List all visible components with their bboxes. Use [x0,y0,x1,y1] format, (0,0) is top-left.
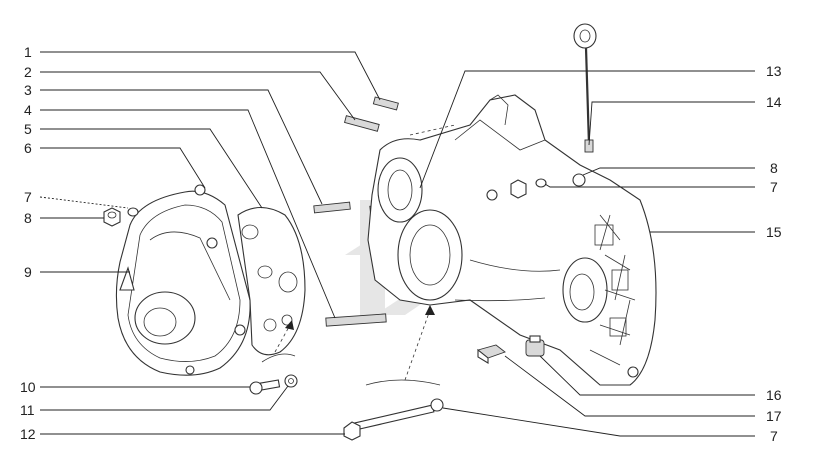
gasket-part [237,206,306,356]
callout-10: 10 [20,379,36,395]
bolt-part-10 [249,379,281,395]
callout-8: 8 [24,210,32,226]
callout-7: 7 [24,189,32,205]
nut-part-left [103,207,121,227]
callout-5: 5 [24,121,32,137]
drain-plug-part [525,335,545,357]
callout-2: 2 [24,64,32,80]
callout-12: 12 [20,426,36,442]
gearbox-housing-part [367,94,657,386]
washer-part-right [535,178,547,188]
washer-part-bottom [430,398,444,412]
washer-part-left [127,207,139,217]
side-cover-part [115,184,251,376]
callout-17: 17 [766,408,782,424]
callout-labels-right: 13 14 8 7 15 16 17 7 [766,63,782,444]
nut-part-right [510,179,527,199]
stud-part-1 [372,96,399,111]
magnet-part [477,344,506,364]
callout-labels-left: 1 2 3 4 5 6 7 8 9 10 11 12 [20,44,36,442]
callout-6: 6 [24,140,32,156]
washer-part-11 [284,374,298,388]
callout-7-right-bottom: 7 [770,428,778,444]
stud-part-2 [343,115,380,132]
callout-14: 14 [766,94,782,110]
callout-15: 15 [766,224,782,240]
callout-4: 4 [24,102,32,118]
callout-16: 16 [766,387,782,403]
callout-9: 9 [24,264,32,280]
long-bolt-part-12 [343,404,435,441]
leader-lines [39,51,755,437]
callout-7-right-top: 7 [770,179,778,195]
callout-8-right: 8 [770,160,778,176]
assembly-arrows [261,124,456,386]
callout-13: 13 [766,63,782,79]
stud-part-4 [325,313,387,327]
callout-11: 11 [20,402,35,418]
dipstick-part [573,23,597,153]
callout-1: 1 [24,44,32,60]
callout-3: 3 [24,82,32,98]
